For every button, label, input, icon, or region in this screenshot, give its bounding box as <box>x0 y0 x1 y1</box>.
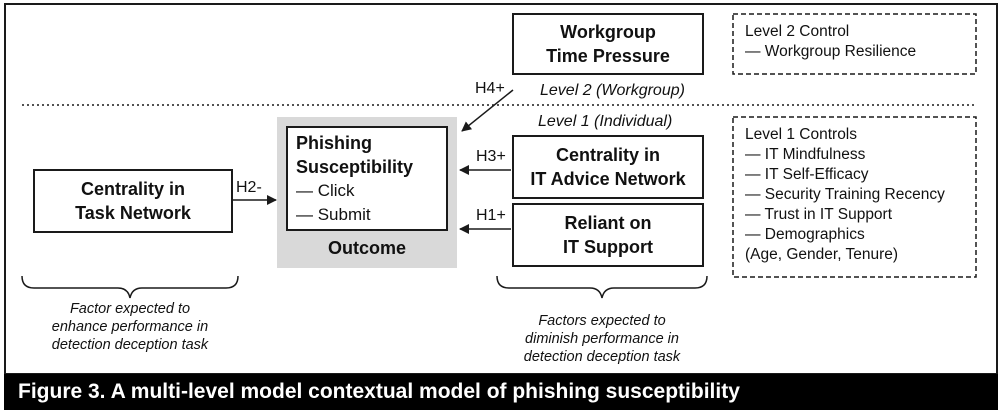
h1-label: H1+ <box>476 207 506 224</box>
h3-label: H3+ <box>476 148 506 165</box>
figure-caption: Figure 3. A multi-level model contextual… <box>4 374 998 410</box>
right-note-line2: diminish performance in <box>525 331 679 347</box>
it-advice-line1: Centrality in <box>555 145 661 165</box>
level1-label: Level 1 (Individual) <box>538 113 673 130</box>
level2-control-item: — Workgroup Resilience <box>745 43 917 60</box>
it-advice-line2: IT Advice Network <box>530 169 686 189</box>
workgroup-line1: Workgroup <box>560 22 656 42</box>
workgroup-box-text: Workgroup Time Pressure <box>513 20 703 68</box>
level1-controls-box <box>732 116 977 278</box>
outcome-item-submit: — Submit <box>296 205 371 224</box>
left-note-line3: detection deception task <box>51 337 209 353</box>
outcome-title-line1: Phishing <box>296 133 372 153</box>
level1-controls: Level 1 Controls — IT Mindfulness — IT S… <box>745 125 945 265</box>
outcome-item-click: — Click <box>296 181 355 200</box>
task-network-box <box>33 169 233 233</box>
level2-controls: Level 2 Control — Workgroup Resilience <box>745 22 916 62</box>
it-advice-box <box>512 135 704 199</box>
left-brace <box>21 275 239 299</box>
level1-controls-title: Level 1 Controls <box>745 126 858 143</box>
it-support-line1: Reliant on <box>564 213 652 233</box>
right-note-line3: detection deception task <box>523 349 681 365</box>
level1-control-item: — IT Mindfulness <box>745 146 866 163</box>
right-brace <box>496 275 708 299</box>
level1-control-item: — Trust in IT Support <box>745 206 893 223</box>
level1-control-item: — Demographics <box>745 226 865 243</box>
right-note: Factors expected to diminish performance… <box>502 312 702 366</box>
workgroup-box <box>512 13 704 75</box>
level1-control-item: — IT Self-Efficacy <box>745 166 869 183</box>
h2-label: H2- <box>236 179 262 196</box>
it-support-box-text: Reliant on IT Support <box>513 211 703 259</box>
level1-control-item: — Security Training Recency <box>745 186 945 203</box>
right-note-line1: Factors expected to <box>538 313 666 329</box>
left-note: Factor expected to enhance performance i… <box>30 300 230 354</box>
outcome-title-line2: Susceptibility <box>296 157 414 177</box>
left-note-line2: enhance performance in <box>51 319 209 335</box>
h4-label: H4+ <box>475 80 505 97</box>
outcome-box-text: Phishing Susceptibility — Click — Submit <box>296 131 413 227</box>
it-support-box <box>512 203 704 267</box>
left-note-line1: Factor expected to <box>69 301 191 317</box>
level1-control-item: (Age, Gender, Tenure) <box>745 246 899 263</box>
task-network-line2: Task Network <box>75 203 191 223</box>
level2-label: Level 2 (Workgroup) <box>540 82 685 99</box>
it-support-line2: IT Support <box>563 237 653 257</box>
level2-controls-box <box>732 13 977 75</box>
task-network-box-text: Centrality in Task Network <box>34 177 232 225</box>
workgroup-line2: Time Pressure <box>546 46 670 66</box>
outcome-caption: Outcome <box>327 238 406 258</box>
it-advice-box-text: Centrality in IT Advice Network <box>513 143 703 191</box>
level2-controls-title: Level 2 Control <box>745 23 850 40</box>
task-network-line1: Centrality in <box>80 179 186 199</box>
h4-arrow <box>461 89 514 132</box>
outcome-box <box>286 126 448 231</box>
